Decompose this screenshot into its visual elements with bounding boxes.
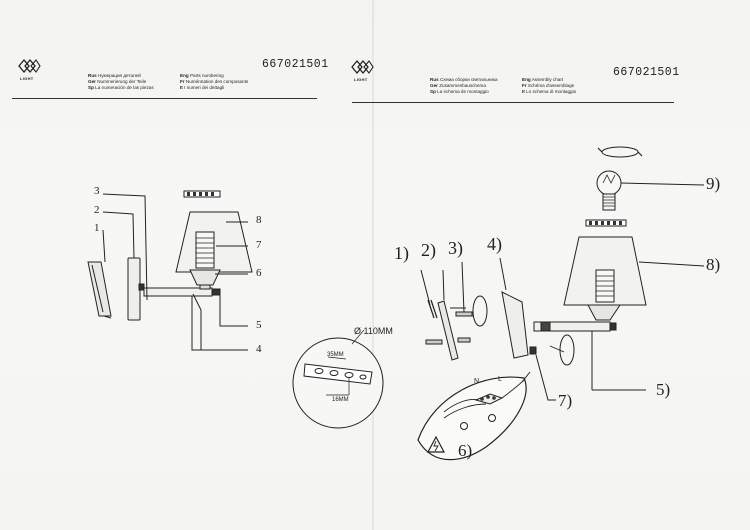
part-label-6: 6 bbox=[256, 267, 262, 279]
legend-code: Eng bbox=[522, 77, 531, 82]
header-legend-secondary: Eng Parts numbering Fr Numérotation des … bbox=[180, 73, 248, 91]
page-fold bbox=[372, 0, 374, 530]
step-label-5: 5) bbox=[656, 380, 671, 399]
right-page: LIGHT 667021501 Rus Схема сборки светиль… bbox=[292, 0, 750, 530]
legend-text: Схема сборки светильника bbox=[439, 77, 498, 82]
legend-code: It bbox=[522, 89, 525, 94]
legend-text: La schema de montaggio bbox=[437, 89, 489, 94]
part-label-7: 7 bbox=[256, 239, 262, 251]
legend-text: Lo schema di montaggio bbox=[526, 89, 577, 94]
slot-width-dimension: 35MM bbox=[327, 352, 344, 358]
document-number: 667021501 bbox=[262, 58, 329, 71]
part-label-5: 5 bbox=[256, 319, 262, 331]
header-legend: Rus Нумерация деталей Ger Nummerierung d… bbox=[88, 73, 154, 91]
legend-code: Fr bbox=[180, 79, 185, 84]
step-label-6: 6) bbox=[458, 441, 473, 460]
legend-code: Ger bbox=[88, 79, 96, 84]
step-label-7: 7) bbox=[558, 391, 573, 410]
assembly-diagram bbox=[292, 146, 705, 461]
legend-text: Assembly chart bbox=[531, 77, 564, 82]
legend-text: Schéma d'assemblage bbox=[527, 83, 575, 88]
legend-text: Нумерация деталей bbox=[97, 73, 141, 78]
terminal-neutral-label: N bbox=[474, 378, 480, 385]
parts-numbering-diagram bbox=[87, 190, 253, 351]
legend-code: Fr bbox=[522, 83, 527, 88]
step-label-1: 1) bbox=[394, 243, 409, 263]
header-rule bbox=[352, 102, 674, 103]
step-label-8: 8) bbox=[706, 255, 721, 274]
legend-text: Nummerierung der Teile bbox=[97, 79, 147, 84]
step-label-4: 4) bbox=[487, 234, 502, 254]
legend-code: It bbox=[180, 85, 183, 90]
header-legend-secondary: Eng Assembly chart Fr Schéma d'assemblag… bbox=[522, 77, 576, 95]
legend-code: Eng bbox=[180, 73, 189, 78]
legend-code: Ger bbox=[430, 83, 438, 88]
header-legend: Rus Схема сборки светильника Ger Zusamme… bbox=[430, 77, 498, 95]
legend-text: Zusammenbauschema bbox=[439, 83, 486, 88]
legend-code: Sp bbox=[88, 85, 94, 90]
legend-code: Rus bbox=[88, 73, 97, 78]
part-label-2: 2 bbox=[94, 204, 100, 216]
legend-code: Sp bbox=[430, 89, 436, 94]
terminal-live-label: L bbox=[498, 376, 502, 383]
legend-text: Parts numbering bbox=[189, 73, 224, 78]
legend-text: I numeri dei dettagli bbox=[184, 85, 225, 90]
legend-text: Numérotation des composants bbox=[185, 79, 249, 84]
slot-height-dimension: 16MM bbox=[332, 397, 349, 403]
logo-text: LIGHT bbox=[20, 76, 34, 81]
logo-text: LIGHT bbox=[354, 77, 368, 82]
part-label-1: 1 bbox=[94, 222, 100, 234]
brand-logo-icon bbox=[351, 59, 374, 75]
diameter-dimension: Ø 110MM bbox=[354, 326, 393, 336]
step-label-3: 3) bbox=[448, 238, 463, 258]
part-label-3: 3 bbox=[94, 185, 100, 197]
legend-code: Rus bbox=[430, 77, 439, 82]
header-rule bbox=[12, 98, 317, 99]
left-page: LIGHT 667021501 Rus Нумерация деталей Ge… bbox=[0, 0, 372, 530]
part-label-8: 8 bbox=[256, 214, 262, 226]
legend-text: La numeración de las piezas bbox=[95, 85, 154, 90]
brand-logo-icon bbox=[18, 58, 41, 74]
document-number: 667021501 bbox=[613, 66, 680, 79]
part-label-4: 4 bbox=[256, 343, 262, 355]
step-label-2: 2) bbox=[421, 240, 436, 260]
step-label-9: 9) bbox=[706, 174, 721, 193]
